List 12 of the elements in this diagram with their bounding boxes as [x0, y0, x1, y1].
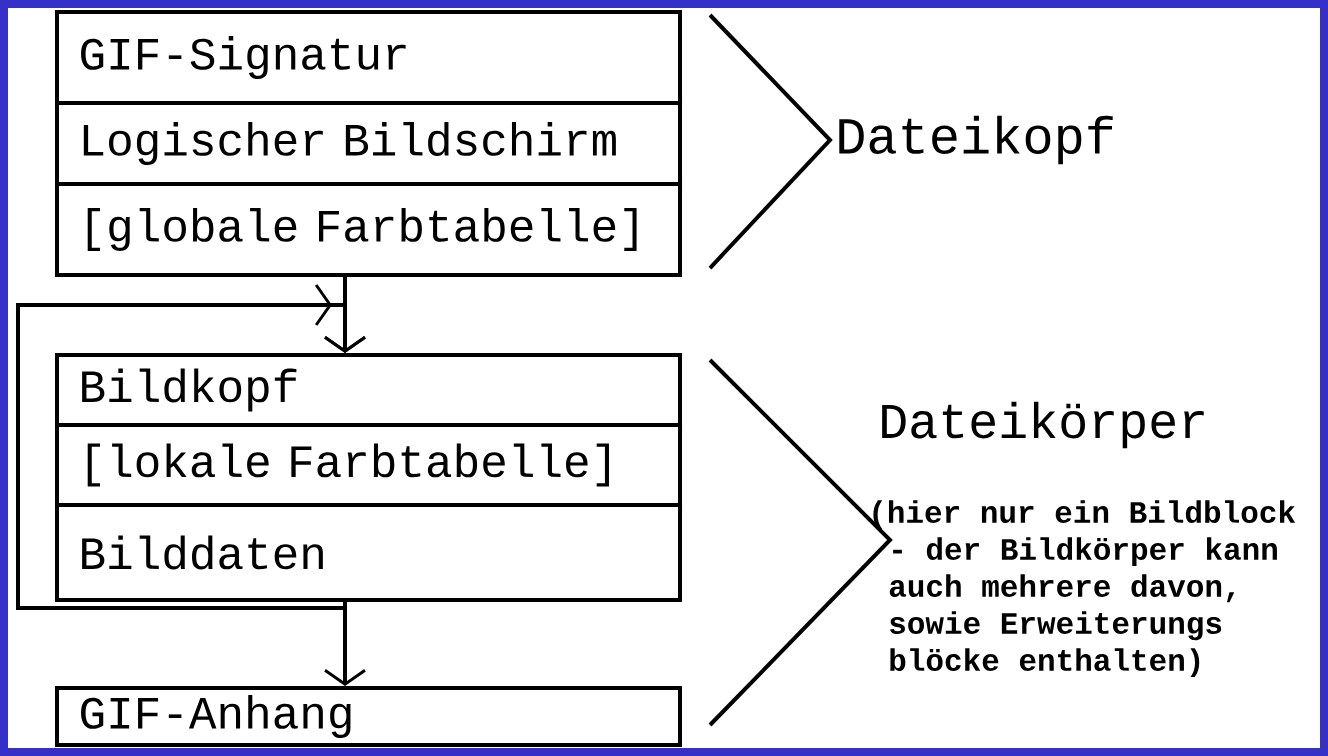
table-row: Logischer Bildschirm [55, 101, 682, 186]
section-label: Dateikopf [839, 115, 1113, 165]
table-row: Bildkopf [55, 353, 682, 427]
table-row: Bilddaten [55, 503, 682, 602]
arrow [324, 602, 366, 686]
table-row: GIF-Anhang [55, 686, 682, 747]
table-row: GIF-Signatur [55, 10, 682, 105]
table-row: [globale Farbtabelle] [55, 182, 682, 277]
section-label: Dateikörper [882, 401, 1204, 449]
note-text: (hier nur ein Bildblock - der Bildkörper kann auch mehrere davon, sowie Erweiterungs blöcke enthalten) [873, 500, 1296, 678]
arrow [16, 284, 366, 610]
table-row: [lokale Farbtabelle] [55, 423, 682, 507]
